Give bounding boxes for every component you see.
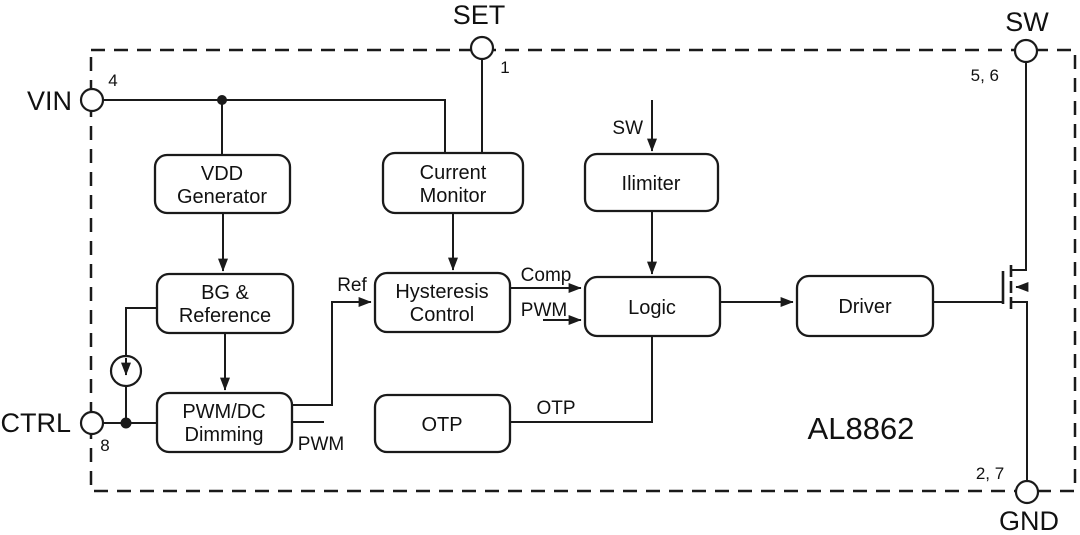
ilimiter-box — [583, 152, 720, 213]
logic-box — [583, 275, 722, 338]
otp-box — [373, 393, 512, 454]
ctrl-pin-circle — [79, 410, 105, 436]
pwm-to-logic-label: PWM — [521, 300, 567, 321]
vin-junction-dot — [217, 95, 227, 105]
hysteresis-control-label-line2: Control — [410, 304, 474, 326]
pwm-dc-dimming-label-line2: Dimming — [185, 424, 264, 446]
vdd-generator-label-line2: Generator — [177, 186, 267, 208]
pwm-dc-dimming-label-line1: PWM/DC — [182, 401, 265, 423]
ctrl-pin-label: CTRL — [0, 408, 71, 438]
bg-reference-block: BG & Reference — [155, 272, 295, 335]
sw-pin-number: 5, 6 — [971, 66, 999, 85]
ref-wire-arrow — [292, 297, 372, 406]
hysteresis-control-label-line1: Hysteresis — [395, 281, 488, 303]
current-monitor-label-line1: Current — [420, 162, 487, 184]
set-pin-circle — [469, 35, 495, 61]
vin-pin-number: 4 — [108, 71, 117, 90]
logic-label: Logic — [628, 297, 676, 319]
function-blocks: VDD Generator Current Monitor Ilimiter B… — [153, 151, 935, 454]
vin-pin-label: VIN — [27, 86, 72, 116]
sw-to-drain-wire — [1011, 62, 1027, 271]
pin-terminals — [79, 35, 1040, 505]
set-pin-number: 1 — [500, 58, 509, 77]
driver-block: Driver — [795, 274, 935, 338]
pwm-dc-dimming-box — [155, 391, 294, 454]
bg-reference-label-line1: BG & — [201, 282, 249, 304]
pwm-from-dimming-label: PWM — [298, 434, 344, 455]
sw-pin-label: SW — [1005, 7, 1049, 37]
pwm-dc-dimming-block: PWM/DC Dimming — [155, 391, 294, 454]
source-to-gnd-wire — [1011, 301, 1028, 481]
hysteresis-control-box — [373, 271, 512, 334]
nmos-transistor-symbol — [1001, 265, 1029, 309]
comp-signal-label: Comp — [521, 265, 572, 286]
gnd-pin-label: GND — [999, 506, 1059, 535]
hysteresis-control-block: Hysteresis Control — [373, 271, 512, 334]
current-monitor-box — [381, 151, 525, 215]
driver-box — [795, 274, 935, 338]
vin-rail-wire — [103, 99, 446, 152]
pin-numbers: 4 1 5, 6 8 2, 7 — [100, 58, 1004, 483]
wires — [103, 59, 1028, 481]
driver-label: Driver — [838, 296, 892, 318]
vdd-generator-box — [153, 153, 292, 215]
signal-labels: SW Ref Comp PWM PWM OTP — [298, 118, 643, 455]
set-pin-label: SET — [453, 0, 506, 30]
vdd-generator-block: VDD Generator — [153, 153, 292, 215]
logic-block: Logic — [583, 275, 722, 338]
bg-reference-box — [155, 272, 295, 335]
gnd-pin-number: 2, 7 — [976, 464, 1004, 483]
vdd-generator-label-line1: VDD — [201, 163, 243, 185]
otp-wire — [510, 337, 653, 423]
otp-signal-label: OTP — [536, 398, 575, 419]
ilimiter-block: Ilimiter — [583, 152, 720, 213]
vin-pin-circle — [79, 87, 105, 113]
ilimiter-label: Ilimiter — [622, 173, 681, 195]
ctrl-pin-number: 8 — [100, 436, 109, 455]
ref-signal-label: Ref — [337, 275, 367, 296]
bg-reference-label-line2: Reference — [179, 305, 271, 327]
bg-left-tap-wire — [125, 307, 158, 356]
sw-pin-circle — [1013, 38, 1039, 64]
current-monitor-block: Current Monitor — [381, 151, 525, 215]
otp-block: OTP — [373, 393, 512, 454]
chip-name-label: AL8862 — [808, 411, 915, 446]
sw-input-signal-label: SW — [612, 118, 643, 139]
otp-label: OTP — [421, 414, 462, 436]
gnd-pin-circle — [1014, 479, 1040, 505]
current-monitor-label-line2: Monitor — [420, 185, 487, 207]
ic-boundary-dashed-border — [89, 48, 1077, 493]
